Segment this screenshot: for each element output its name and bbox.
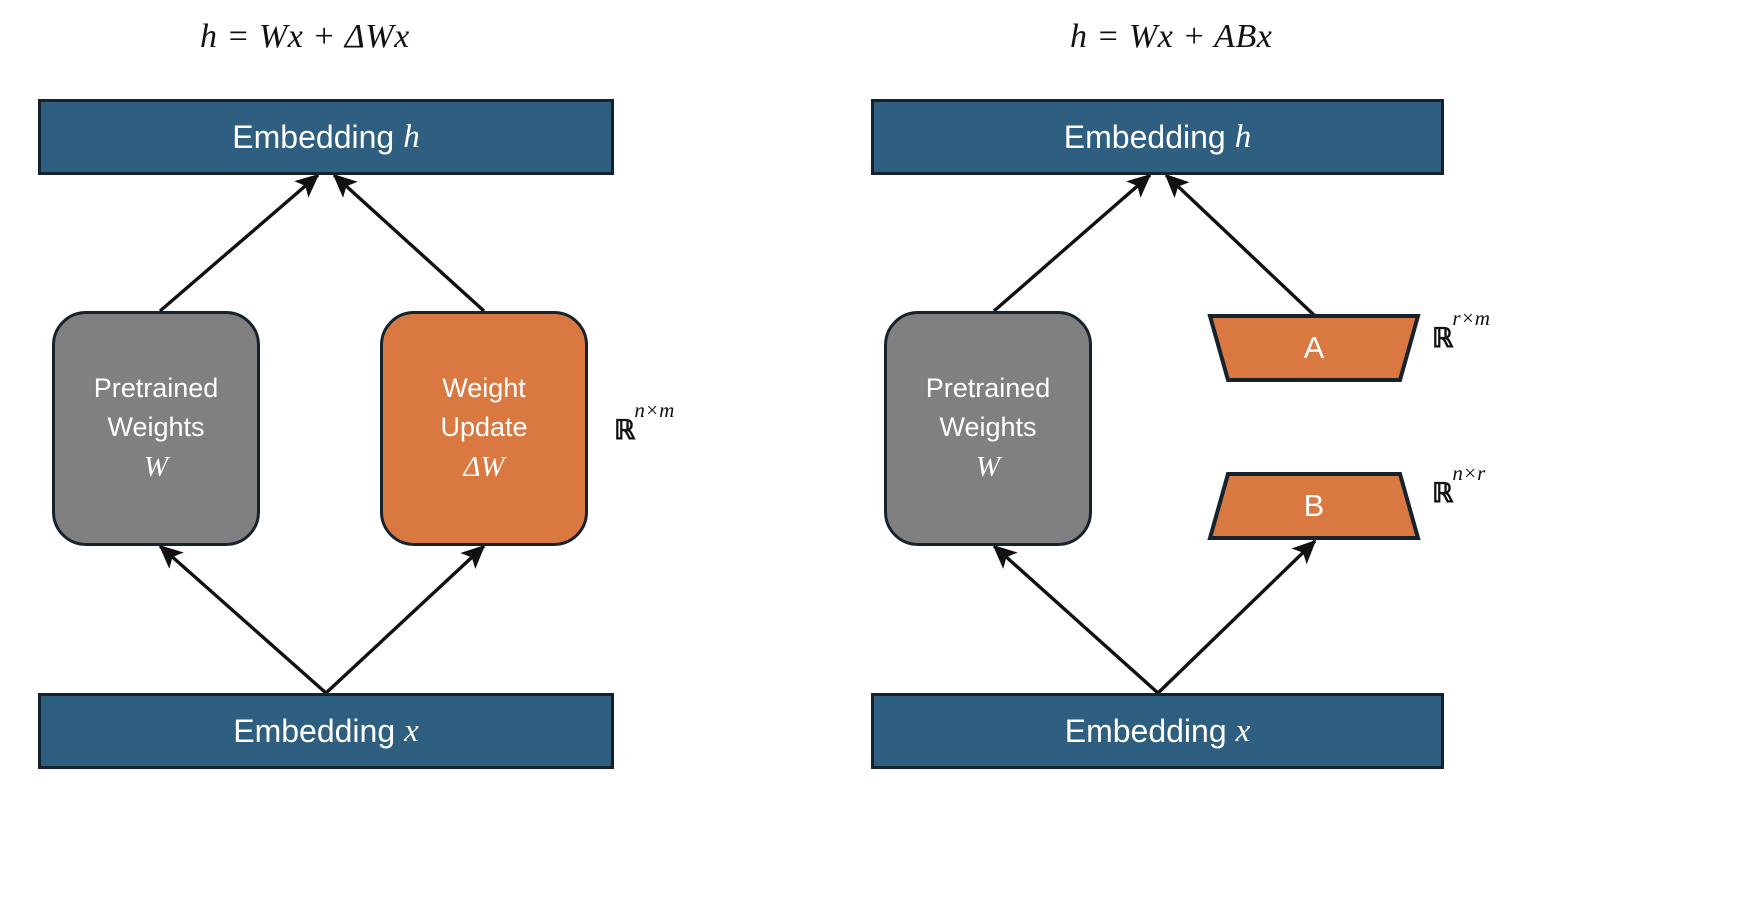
left-weight-update-dimension: ℝn×m	[614, 398, 674, 446]
right-embedding-x-box: Embedding x	[871, 693, 1444, 769]
left-embedding-h-label: Embedding	[232, 118, 395, 155]
left-embedding-h-box: Embedding h	[38, 99, 614, 175]
right-pretrained-line2: Weights	[939, 411, 1037, 442]
left-embedding-x-label: Embedding	[233, 712, 396, 749]
left-weight-update-block: Weight Update ΔW	[380, 311, 588, 546]
right-pretrained-weights-block: Pretrained Weights W	[884, 311, 1092, 546]
left-dimension-symbol: ℝ	[614, 415, 635, 445]
right-embedding-h-variable: h	[1234, 118, 1252, 155]
matrix-a-dimension-exponent: r×m	[1452, 306, 1490, 331]
matrix-b-dimension-exponent: n×r	[1452, 461, 1486, 486]
right-formula: h = Wx + ABx	[1070, 18, 1273, 55]
left-panel-full-finetuning: h = Wx + ΔWx Embedding h Pretrained Weig…	[0, 0, 830, 904]
left-embedding-h-variable: h	[403, 118, 420, 155]
left-embedding-x-variable: x	[404, 712, 419, 749]
matrix-a-shape: A	[1207, 314, 1421, 382]
matrix-a-dimension: ℝr×m	[1432, 306, 1490, 354]
right-embedding-h-label: Embedding	[1063, 118, 1226, 155]
matrix-b-dimension-symbol: ℝ	[1432, 478, 1453, 508]
matrix-b-shape: B	[1207, 472, 1421, 540]
left-embedding-x-box: Embedding x	[38, 693, 614, 769]
right-panel-lora: h = Wx + ABx Embedding h Pretrained Weig…	[830, 0, 1750, 904]
left-pretrained-line2: Weights	[107, 411, 205, 442]
left-pretrained-variable: W	[143, 450, 169, 483]
matrix-b-dimension: ℝn×r	[1432, 461, 1485, 509]
left-update-line1: Weight	[442, 372, 526, 403]
right-embedding-h-box: Embedding h	[871, 99, 1444, 175]
right-pretrained-variable: W	[975, 450, 1001, 483]
left-pretrained-weights-block: Pretrained Weights W	[52, 311, 260, 546]
left-update-variable: ΔW	[463, 450, 505, 483]
right-embedding-x-label: Embedding	[1064, 712, 1227, 749]
left-pretrained-line1: Pretrained	[93, 372, 219, 403]
right-pretrained-line1: Pretrained	[925, 372, 1051, 403]
left-dimension-exponent: n×m	[634, 398, 675, 423]
left-update-line2: Update	[440, 411, 528, 442]
left-formula: h = Wx + ΔWx	[200, 18, 410, 55]
matrix-a-dimension-symbol: ℝ	[1432, 323, 1453, 353]
right-embedding-x-variable: x	[1235, 712, 1251, 749]
